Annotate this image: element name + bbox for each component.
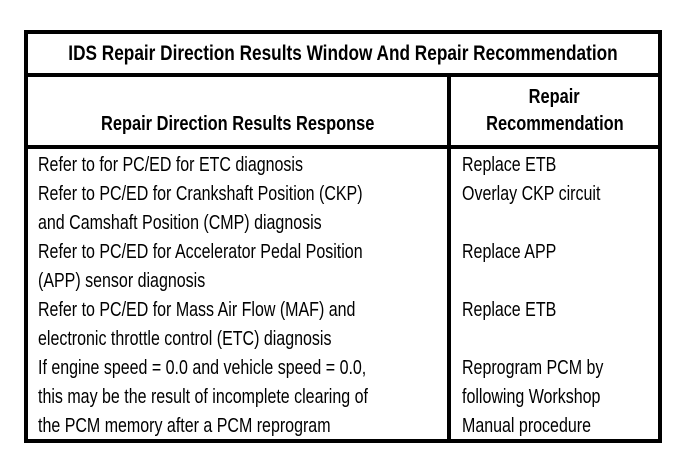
table-body-row: Refer to for PC/ED for ETC diagnosis Ref… [28, 149, 658, 439]
response-column-header: Repair Direction Results Response [28, 77, 451, 145]
response-text-line: (APP) sensor diagnosis [38, 270, 206, 292]
response-text-line: Refer to PC/ED for Crankshaft Position (… [38, 183, 363, 205]
table-title: IDS Repair Direction Results Window And … [68, 41, 618, 65]
recommendation-text-line [462, 209, 658, 238]
table-header-row: Repair Direction Results Response Repair… [28, 77, 658, 149]
recommendation-text-line: Replace ETB [462, 154, 557, 176]
recommendation-text-line [462, 267, 658, 296]
response-text-line: If engine speed = 0.0 and vehicle speed … [38, 357, 367, 379]
recommendation-text-line [462, 325, 658, 354]
response-cell: Refer to for PC/ED for ETC diagnosis Ref… [28, 149, 451, 439]
response-text-line: the PCM memory after a PCM reprogram [38, 415, 331, 437]
response-text-line: this may be the result of incomplete cle… [38, 386, 368, 408]
repair-results-table: IDS Repair Direction Results Window And … [24, 30, 662, 443]
recommendation-column-header-line1: Repair [528, 86, 581, 108]
recommendation-cell: Replace ETB Overlay CKP circuit Replace … [451, 149, 658, 439]
recommendation-text-line: Replace APP [462, 241, 557, 263]
table-title-row: IDS Repair Direction Results Window And … [28, 34, 658, 77]
recommendation-text-line: Reprogram PCM by [462, 357, 604, 379]
response-text-line: Refer to PC/ED for Accelerator Pedal Pos… [38, 241, 363, 263]
recommendation-column-header-line2: Recommendation [485, 113, 624, 135]
recommendation-text-line: Manual procedure [462, 415, 591, 437]
recommendation-text-line: following Workshop [462, 386, 601, 408]
response-text-line: Refer to for PC/ED for ETC diagnosis [38, 154, 303, 176]
response-text-line: Refer to PC/ED for Mass Air Flow (MAF) a… [38, 299, 356, 321]
recommendation-text-line: Overlay CKP circuit [462, 183, 601, 205]
response-text-line: electronic throttle control (ETC) diagno… [38, 328, 332, 350]
recommendation-text-line: Replace ETB [462, 299, 557, 321]
recommendation-column-header: Repair Recommendation [451, 77, 658, 145]
response-text-line: and Camshaft Position (CMP) diagnosis [38, 212, 322, 234]
response-column-header-label: Repair Direction Results Response [100, 113, 375, 135]
